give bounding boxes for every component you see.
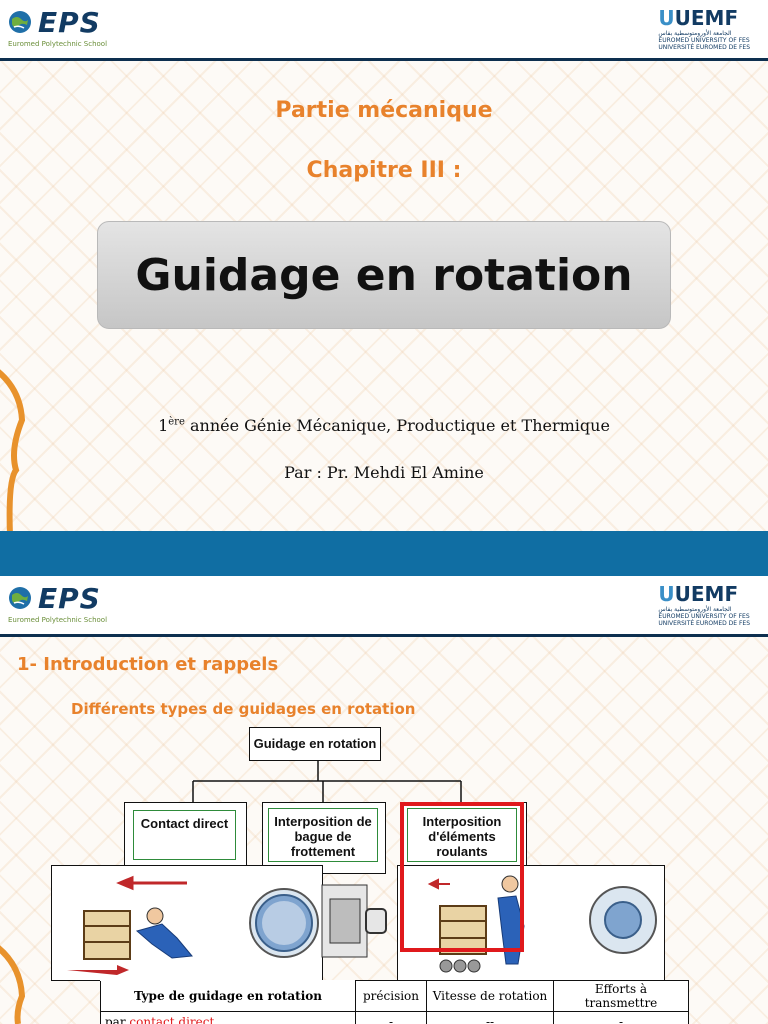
row-highlight: contact direct <box>129 1015 215 1024</box>
author-line: Par : Pr. Mehdi El Amine <box>284 463 484 482</box>
table-row: par contact direct - -- - <box>100 1011 689 1024</box>
chapter-title: Chapitre III : <box>306 158 462 183</box>
eps-logo-subtitle: Euromed Polytechnic School <box>8 40 108 48</box>
course-text: année Génie Mécanique, Productique et Th… <box>184 416 610 435</box>
uemf-mark-icon: U <box>658 6 675 30</box>
uemf-logo-text: UEMF <box>674 582 739 606</box>
main-title-box: Guidage en rotation <box>97 221 671 329</box>
table-header-cell: précision <box>355 980 427 1012</box>
diagram-root: Guidage en rotation <box>249 727 381 761</box>
main-title: Guidage en rotation <box>135 249 633 301</box>
diagram-node-label: Contact direct <box>133 810 236 860</box>
bottom-band <box>0 531 768 576</box>
illustration-bague-partial <box>320 865 390 979</box>
illustration-contact-direct <box>51 865 323 981</box>
part-title: Partie mécanique <box>275 98 493 123</box>
uemf-logo: UUEMF الجامعة الأورومتوسطية بفاس EUROMED… <box>658 6 750 51</box>
uemf-logo-text: UEMF <box>674 6 739 30</box>
uemf-line-en: EUROMED UNIVERSITY OF FES <box>658 37 750 44</box>
uemf-line-fr: UNIVERSITÉ EUROMED DE FES <box>658 620 750 627</box>
year-superscript: ère <box>168 416 185 428</box>
row-prefix: par <box>105 1015 130 1024</box>
diagram-connectors <box>192 761 462 803</box>
slide-header: EPS Euromed Polytechnic School UUEMF الج… <box>0 0 768 61</box>
illustration-bague-drawing <box>321 884 387 958</box>
uemf-logo: UUEMF الجامعة الأورومتوسطية بفاس EUROMED… <box>658 582 750 627</box>
diagram-node-contact: Contact direct <box>124 802 247 874</box>
comparison-table: Type de guidage en rotation précision Vi… <box>100 980 689 1024</box>
uemf-line-fr: UNIVERSITÉ EUROMED DE FES <box>658 44 750 51</box>
uemf-line-arabic: الجامعة الأورومتوسطية بفاس <box>658 606 732 613</box>
table-cell: par contact direct <box>100 1011 356 1024</box>
section-title: 1- Introduction et rappels <box>17 654 279 675</box>
eps-logo-subtitle: Euromed Polytechnic School <box>8 616 108 624</box>
intro-slide: EPS Euromed Polytechnic School UUEMF الج… <box>0 576 768 1024</box>
title-slide: EPS Euromed Polytechnic School UUEMF الج… <box>0 0 768 576</box>
table-cell: - <box>553 1011 689 1024</box>
eps-logo-text: EPS <box>38 582 101 615</box>
course-line: 1ère année Génie Mécanique, Productique … <box>0 416 768 435</box>
table-header-cell: Efforts à transmettre <box>553 980 689 1012</box>
decorative-arch-left <box>0 945 26 1024</box>
year-number: 1 <box>158 416 169 435</box>
illustration-roulants-drawing <box>427 875 657 973</box>
uemf-line-arabic: الجامعة الأورومتوسطية بفاس <box>658 30 732 37</box>
globe-icon <box>9 11 31 33</box>
globe-icon <box>9 587 31 609</box>
illustration-contact-direct-drawing <box>67 875 319 975</box>
table-header-cell: Type de guidage en rotation <box>100 980 356 1012</box>
table-cell: -- <box>426 1011 554 1024</box>
diagram-node-label: Interposition d'éléments roulants <box>407 808 517 862</box>
illustration-elements-roulants <box>397 865 665 985</box>
diagram-node-bague: Interposition de bague de frottement <box>262 802 386 874</box>
uemf-mark-icon: U <box>658 582 675 606</box>
slide-header: EPS Euromed Polytechnic School UUEMF الج… <box>0 576 768 637</box>
highlight-frame <box>400 802 524 952</box>
table-header-row: Type de guidage en rotation précision Vi… <box>100 980 689 1012</box>
diagram-node-roulants: Interposition d'éléments roulants <box>400 802 527 874</box>
eps-logo-text: EPS <box>38 6 101 39</box>
uemf-line-en: EUROMED UNIVERSITY OF FES <box>658 613 750 620</box>
table-header-cell: Vitesse de rotation <box>426 980 554 1012</box>
diagram-node-label: Interposition de bague de frottement <box>268 808 378 862</box>
table-cell: - <box>355 1011 427 1024</box>
subsection-title: Différents types de guidages en rotation <box>71 700 416 718</box>
decorative-arch-left <box>0 369 26 535</box>
